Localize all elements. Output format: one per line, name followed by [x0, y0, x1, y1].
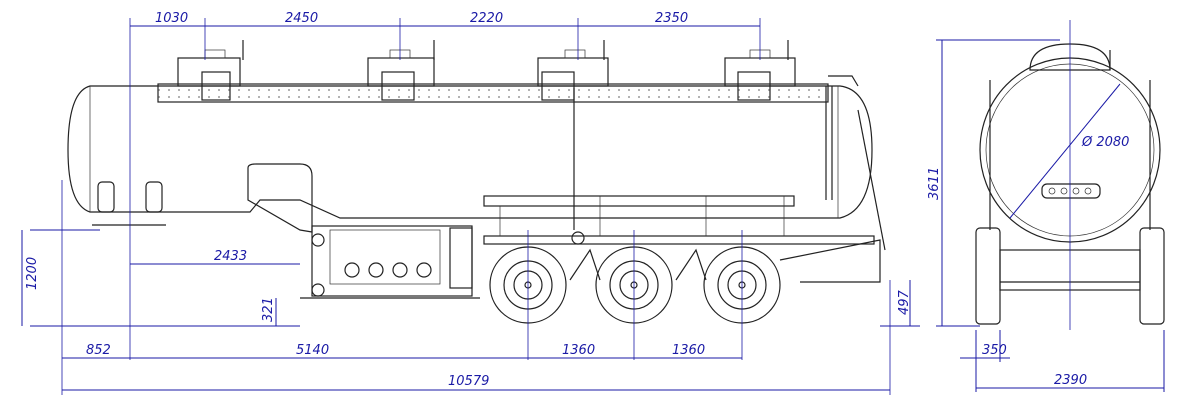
diameter-line — [1009, 83, 1121, 219]
chassis-rail-top — [483, 195, 795, 207]
rear-tire-left — [975, 227, 1001, 325]
dim-top-4: 2350 — [655, 11, 688, 26]
hatch-2 — [367, 40, 435, 101]
top-dimensions: 1030 2450 2220 2350 — [130, 11, 760, 27]
dim-overall-length: 10579 — [448, 374, 489, 389]
rear-bumper — [779, 239, 881, 283]
dim-bottom-1: 852 — [86, 343, 111, 358]
axle-suspension — [569, 248, 707, 281]
dim-top-1: 1030 — [155, 11, 188, 26]
hatch-3 — [537, 40, 609, 101]
dim-right-497: 497 — [897, 289, 912, 315]
dim-top-3: 2220 — [470, 11, 503, 26]
dim-left-321: 321 — [261, 297, 276, 322]
rear-light-bar — [1041, 183, 1101, 199]
dim-bottom-2: 5140 — [296, 343, 329, 358]
dim-rear-width: 2390 — [1054, 373, 1087, 388]
right-dimensions: 497 — [880, 280, 920, 327]
hatch-1 — [177, 40, 244, 101]
chassis-rail-bottom — [483, 235, 875, 245]
side-view — [61, 18, 891, 395]
rear-dimensions: 3611 350 2390 — [927, 39, 1165, 392]
gooseneck — [247, 163, 313, 233]
dim-diameter: Ø 2080 — [1081, 135, 1129, 150]
dim-rear-height: 3611 — [927, 167, 942, 200]
rear-view: Ø 2080 — [975, 20, 1165, 330]
dim-left-height: 1200 — [25, 257, 40, 290]
dim-top-2: 2450 — [285, 11, 318, 26]
left-dimensions: 1200 2433 321 — [21, 229, 300, 327]
walkway — [157, 83, 829, 103]
bottom-dimensions: 852 5140 1360 1360 10579 — [62, 343, 890, 391]
tank-shell — [67, 85, 873, 219]
rear-tire-right — [1139, 227, 1165, 325]
dim-left-2433: 2433 — [214, 249, 247, 264]
rear-rail — [825, 75, 859, 200]
dim-track-offset: 350 — [982, 343, 1007, 358]
dim-bottom-3: 1360 — [562, 343, 595, 358]
pump-cabinet — [300, 225, 480, 299]
landing-leg — [92, 181, 166, 226]
rear-ladder — [857, 109, 886, 251]
rear-ladders — [989, 80, 1151, 230]
dim-bottom-4: 1360 — [672, 343, 705, 358]
